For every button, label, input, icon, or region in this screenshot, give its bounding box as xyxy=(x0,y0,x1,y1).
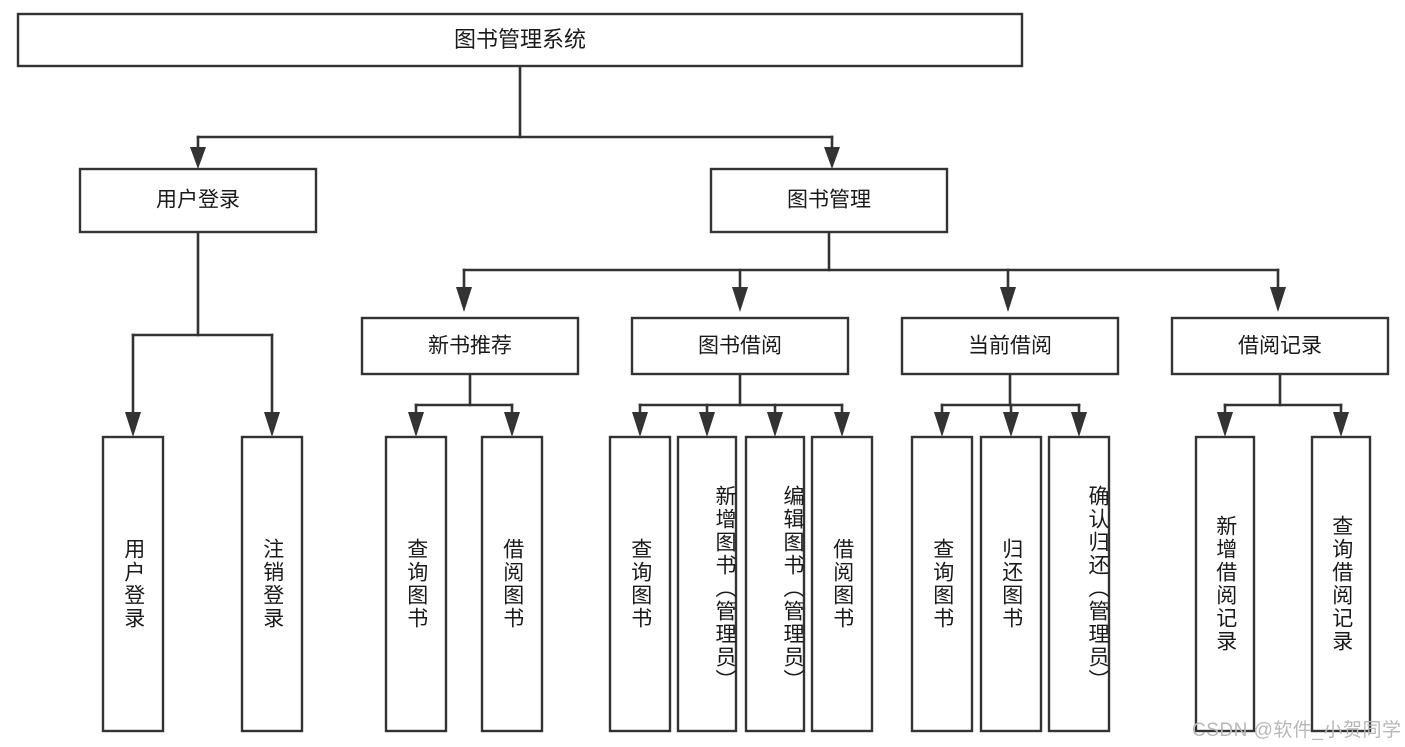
connector-book-mgmt-to-level2 xyxy=(456,230,1286,312)
leaf-box-bb-query-book[interactable] xyxy=(608,435,672,733)
node-current-borrow[interactable]: 当前借阅 xyxy=(900,316,1120,376)
leaf-box-logout-login[interactable] xyxy=(240,435,304,733)
connector-user-login-to-leaves xyxy=(125,230,280,437)
leaf-box-br-add-record[interactable] xyxy=(1194,435,1256,733)
leaf-box-br-query-record[interactable] xyxy=(1310,435,1372,733)
node-user-login-label: 用户登录 xyxy=(156,189,240,212)
leaf-box-user-login[interactable] xyxy=(101,435,165,733)
node-borrow-record-label: 借阅记录 xyxy=(1238,335,1322,358)
leaf-box-bb-borrow-book[interactable] xyxy=(810,435,874,733)
connector-borrow-record-to-leaves xyxy=(1217,372,1349,437)
leaf-box-nb-borrow-book[interactable] xyxy=(480,435,544,733)
leaf-box-cb-confirm[interactable] xyxy=(1047,435,1111,733)
node-new-book-recommend[interactable]: 新书推荐 xyxy=(360,316,580,376)
leaf-box-bb-edit-book[interactable] xyxy=(744,435,806,733)
leaf-box-nb-query-book[interactable] xyxy=(384,435,448,733)
leaf-box-cb-return-book[interactable] xyxy=(979,435,1043,733)
node-borrow-record[interactable]: 借阅记录 xyxy=(1170,316,1390,376)
node-book-borrow-label: 图书借阅 xyxy=(698,335,782,358)
connector-current-borrow-to-leaves xyxy=(934,372,1087,437)
node-current-borrow-label: 当前借阅 xyxy=(968,335,1052,358)
connector-new-book-to-leaves xyxy=(408,372,520,437)
leaf-box-cb-query-book[interactable] xyxy=(910,435,974,733)
connector-root-to-level1 xyxy=(190,64,840,169)
leaf-box-bb-add-book[interactable] xyxy=(676,435,738,733)
leaf-boxes xyxy=(101,435,1372,733)
node-book-borrow[interactable]: 图书借阅 xyxy=(630,316,850,376)
node-book-management-label: 图书管理 xyxy=(787,189,871,212)
node-book-management[interactable]: 图书管理 xyxy=(709,167,949,234)
connector-book-borrow-to-leaves xyxy=(632,372,850,437)
node-root-system-label: 图书管理系统 xyxy=(454,27,586,52)
csdn-watermark: CSDN @软件_小贺同学 xyxy=(1192,720,1402,741)
node-user-login[interactable]: 用户登录 xyxy=(78,167,318,234)
node-root-system[interactable]: 图书管理系统 xyxy=(16,12,1024,68)
node-new-book-recommend-label: 新书推荐 xyxy=(428,335,512,358)
